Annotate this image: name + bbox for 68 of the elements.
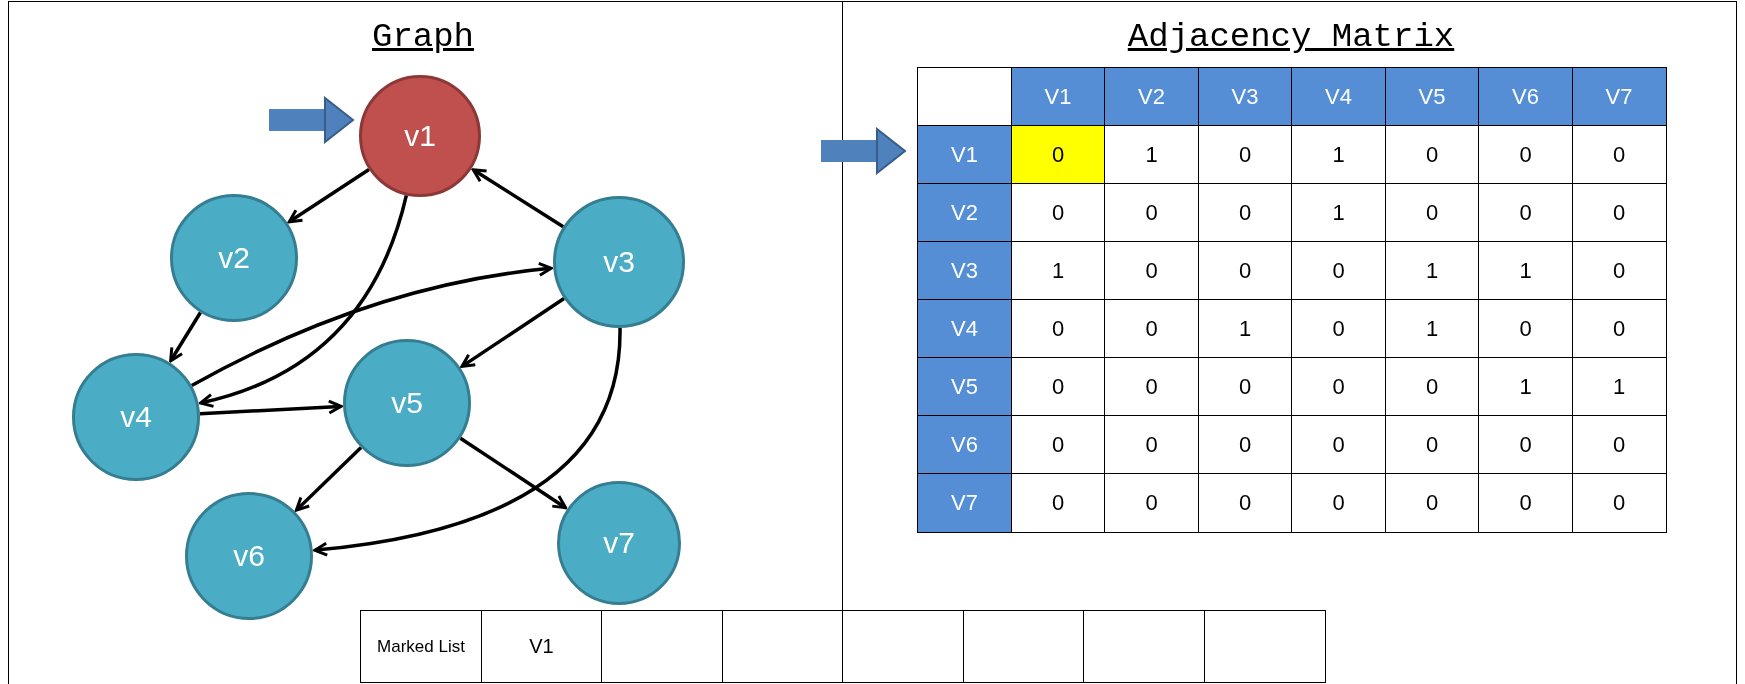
- row-header: V2: [917, 183, 1012, 243]
- arrow: [287, 168, 370, 224]
- row-header: V3: [917, 241, 1012, 301]
- column-header: V3: [1197, 67, 1293, 127]
- vertex-label: v2: [218, 241, 250, 275]
- matrix-value: 0: [1478, 415, 1573, 475]
- row-header: V5: [917, 357, 1012, 417]
- matrix-value: 0: [1010, 473, 1106, 533]
- matrix-value: 0: [1291, 241, 1386, 301]
- vertex-label: v7: [603, 526, 635, 560]
- vertex-label: v1: [404, 119, 436, 153]
- arrow: [471, 168, 565, 229]
- matrix-value: 1: [1104, 125, 1199, 185]
- vertex-label: v6: [233, 539, 265, 573]
- arrow: [294, 446, 363, 512]
- column-header: V7: [1571, 67, 1667, 127]
- arrow: [199, 399, 343, 416]
- column-header: V1: [1010, 67, 1106, 127]
- row-header: V7: [917, 473, 1012, 533]
- matrix-value: 0: [1104, 183, 1199, 243]
- matrix-value: 0: [1478, 473, 1573, 533]
- block-arrow: [269, 97, 354, 143]
- matrix-value: 0: [1291, 299, 1386, 359]
- row-header: V6: [917, 415, 1012, 475]
- matrix-value: 1: [1571, 357, 1667, 417]
- vertex-label: v5: [391, 386, 423, 420]
- list-entry: V1: [480, 610, 603, 683]
- column-header: V6: [1478, 67, 1573, 127]
- arrow: [169, 311, 202, 363]
- matrix-value: 0: [1291, 415, 1386, 475]
- arrow: [460, 297, 565, 368]
- column-header: V5: [1384, 67, 1480, 127]
- arrow: [199, 195, 409, 408]
- list-heading: Marked List: [360, 610, 482, 683]
- matrix-value: 0: [1478, 183, 1573, 243]
- matrix-value: 0: [1104, 241, 1199, 301]
- matrix-value: 1: [1478, 241, 1573, 301]
- matrix-value: 0: [1104, 357, 1199, 417]
- arrow: [313, 327, 622, 557]
- column-header: V2: [1104, 67, 1199, 127]
- matrix-value: 0: [1571, 241, 1667, 301]
- matrix-value: 1: [1291, 183, 1386, 243]
- arrow: [459, 436, 568, 510]
- column-header: V4: [1291, 67, 1386, 127]
- matrix-value: 0: [1291, 357, 1386, 417]
- row-header: V4: [917, 299, 1012, 359]
- matrix-value: 0: [1291, 473, 1386, 533]
- matrix-value: 0: [1104, 473, 1199, 533]
- matrix-value: 0: [1571, 299, 1667, 359]
- panel-title: Adjacency Matrix: [1126, 18, 1456, 56]
- matrix-value: 0: [1197, 473, 1293, 533]
- panel-title: Graph: [371, 18, 475, 56]
- matrix-value: 0: [1571, 415, 1667, 475]
- arrow: [190, 262, 553, 388]
- matrix-value: 0: [1478, 125, 1573, 185]
- matrix-value: 0: [1384, 473, 1480, 533]
- matrix-value: 0: [1571, 183, 1667, 243]
- vertex-label: v3: [603, 245, 635, 279]
- vertex-label: v4: [120, 400, 152, 434]
- matrix-value: 0: [1571, 473, 1667, 533]
- matrix-value: 0: [1571, 125, 1667, 185]
- matrix-value: 0: [1010, 125, 1106, 185]
- matrix-value: 1: [1291, 125, 1386, 185]
- row-header: V1: [917, 125, 1012, 185]
- matrix-value: 0: [1478, 299, 1573, 359]
- matrix-value: 1: [1478, 357, 1573, 417]
- matrix-value: 0: [1104, 415, 1199, 475]
- matrix-value: 0: [1104, 299, 1199, 359]
